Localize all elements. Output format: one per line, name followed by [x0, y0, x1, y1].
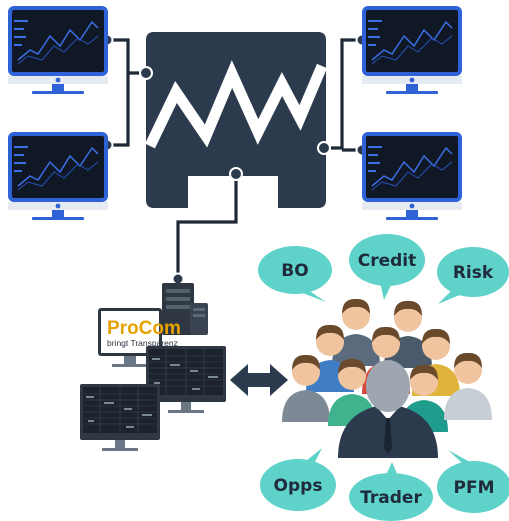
monitor-top-left-icon [7, 5, 109, 95]
procom-logo-text: ProCom [107, 318, 181, 339]
node-hub-right [317, 141, 331, 155]
central-person-icon [338, 360, 438, 458]
bubble-opps: Opps [260, 448, 336, 511]
bubble-bo: BO [258, 246, 332, 302]
node-hub-bottom [229, 167, 243, 181]
bubble-risk: Risk [437, 247, 509, 304]
monitor-bottom-right-icon [361, 131, 463, 221]
bubble-pfm: PFM [437, 450, 509, 513]
procom-tagline: bringt Transparenz [107, 338, 178, 348]
bubble-label-bo: BO [281, 261, 308, 281]
bubble-label-opps: Opps [274, 476, 323, 496]
connector-top-right [324, 38, 361, 150]
monitor-bottom-left-icon [7, 131, 109, 221]
bubble-label-credit: Credit [358, 251, 417, 271]
connector-bottom-left [109, 73, 130, 147]
bidirectional-arrow-icon [230, 364, 288, 396]
trading-terminal-front-icon [79, 383, 161, 452]
node-hub-left [139, 66, 153, 80]
people-group-illustration [282, 298, 492, 458]
bubble-label-risk: Risk [453, 263, 494, 283]
bubble-trader: Trader [349, 462, 433, 521]
node-server-top [171, 272, 185, 286]
bubble-credit: Credit [349, 234, 425, 300]
central-hub [145, 32, 328, 208]
bubble-label-pfm: PFM [454, 478, 495, 498]
hub-chart-line-icon [145, 60, 328, 149]
bubble-label-trader: Trader [360, 488, 422, 508]
monitor-top-right-icon [361, 5, 463, 95]
connector-lines [109, 38, 361, 278]
connector-hub-to-server [176, 174, 238, 278]
connector-top-left [109, 38, 146, 75]
server-tower-icon [162, 283, 208, 335]
